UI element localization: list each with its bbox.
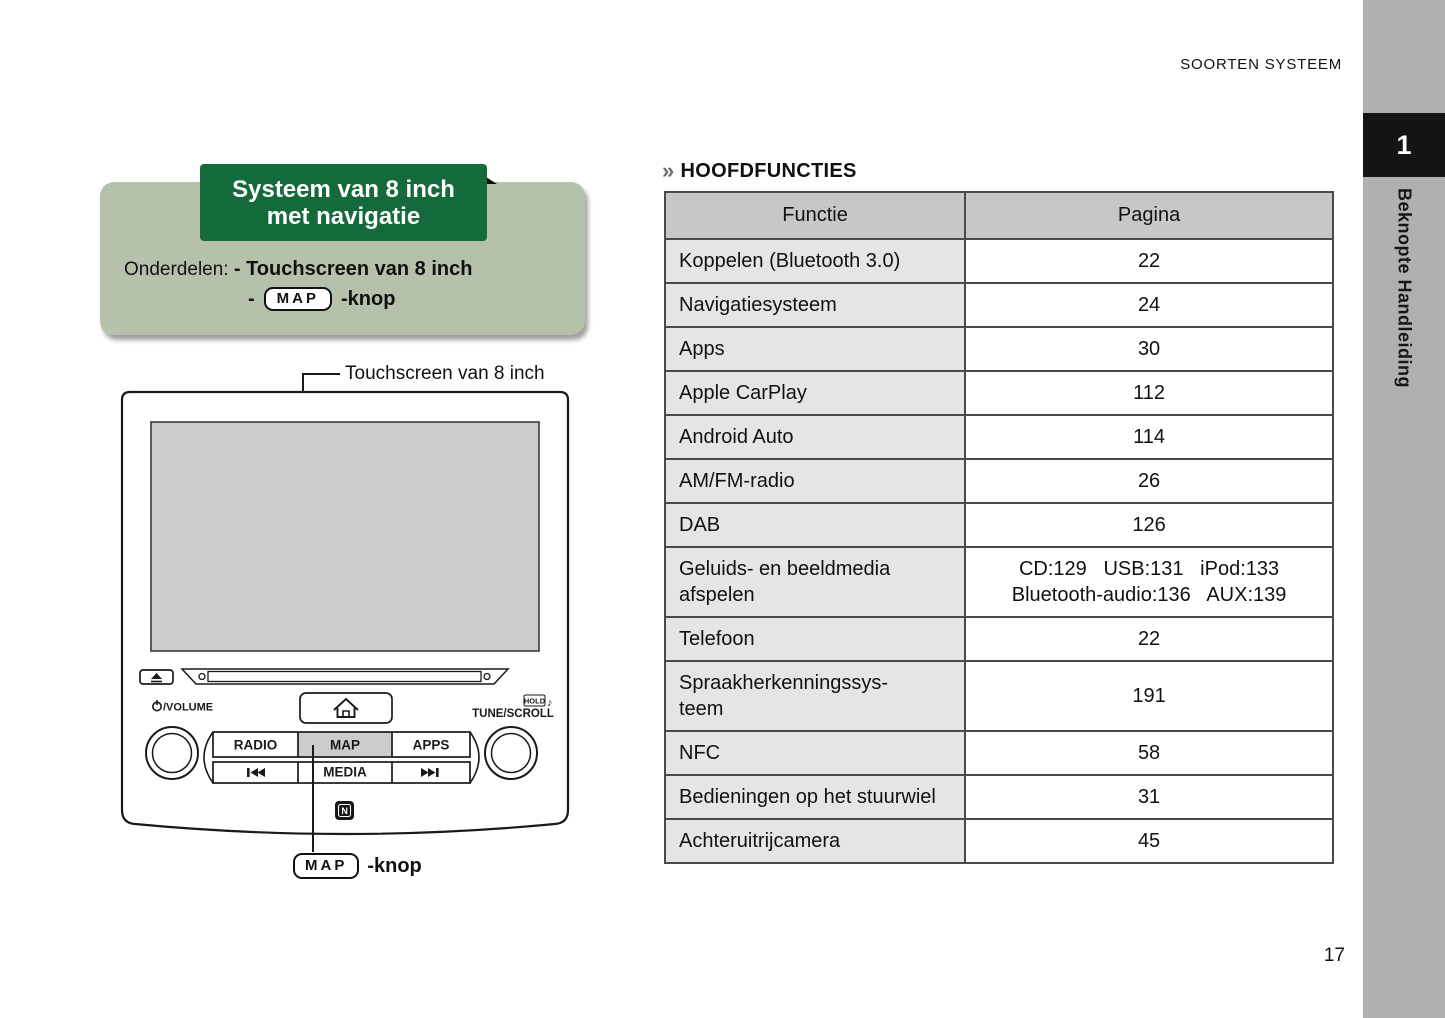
previous-track-icon [247,768,265,777]
components-line: Onderdelen: - Touchscreen van 8 inch [124,258,564,281]
components-label: Onderdelen: [124,259,229,280]
note-icon: ♪ [547,697,553,709]
component-touchscreen: - Touchscreen van 8 inch [233,258,473,280]
home-icon [333,697,359,711]
chapter-number-tab: 1 [1363,113,1445,177]
button-row-1 [212,731,471,758]
map-button-pill: MAP [263,287,333,311]
slot-screw-left [198,672,206,681]
map-knob-label: MAP -knop [293,853,422,879]
chapter-title: Beknopte Handleiding [1363,188,1445,388]
chapter-title-text: Beknopte Handleiding [1394,188,1415,389]
table-header-row: Functie Pagina [663,191,1334,240]
eject-icon [151,673,162,679]
page-number: 17 [1323,945,1345,966]
chevron-marker-icon: » [662,158,675,183]
main-functions-table: Functie Pagina Koppelen (Bluetooth 3.0)2… [663,191,1334,864]
table-row: Koppelen (Bluetooth 3.0)22 [663,238,1334,284]
apps-button-label: APPS [413,738,450,753]
page-header: SOORTEN SYSTEEM [1180,56,1342,73]
map-button-label: MAP [330,738,360,753]
volume-knob [145,726,199,780]
section-heading-text: HOOFDFUNCTIES [680,159,857,182]
column-header-pagina: Pagina [964,191,1334,240]
home-button [299,692,393,724]
system-badge: Systeem van 8 inch met navigatie [200,164,487,241]
tune-knob [484,726,538,780]
chapter-number: 1 [1396,129,1412,160]
left-wing [203,731,214,784]
slot-screw-right [483,672,491,681]
touchscreen [150,421,540,652]
tune-scroll-label: TUNE/SCROLL [472,708,554,720]
slot-opening [207,670,482,683]
hold-badge [523,694,546,707]
right-wing [469,731,480,784]
map-knob-suffix: -knop [367,854,422,877]
nfc-icon: N [335,801,354,820]
head-unit-diagram: /VOLUME HOLD ♪ TUNE/SCROLL RADIO MAP APP… [100,355,580,885]
media-button-label: MEDIA [323,765,367,780]
badge-line1: Systeem van 8 inch [232,175,455,203]
dash: - [248,287,255,310]
column-header-functie: Functie [663,191,967,240]
button-row-2 [212,761,471,784]
head-unit-drawing: /VOLUME HOLD ♪ TUNE/SCROLL RADIO MAP APP… [120,373,570,852]
knop-suffix: -knop [341,287,396,310]
hold-label: HOLD [524,697,546,706]
touchscreen-label: Touchscreen van 8 inch [345,363,545,384]
section-heading: » HOOFDFUNCTIES [662,158,857,184]
volume-label: /VOLUME [163,702,213,714]
home-icon-body [336,708,356,718]
component-map-line: - MAP -knop [248,287,395,311]
tune-knob-inner [490,732,532,774]
radio-button-label: RADIO [234,738,278,753]
chapter-sidebar: 1 Beknopte Handleiding [1363,0,1445,1018]
badge-line2: met navigatie [266,202,421,230]
home-icon-door [342,710,350,717]
next-track-icon [421,768,439,777]
map-knob-pill: MAP [293,853,360,879]
nfc-letter: N [341,806,348,816]
volume-knob-inner [151,732,193,774]
